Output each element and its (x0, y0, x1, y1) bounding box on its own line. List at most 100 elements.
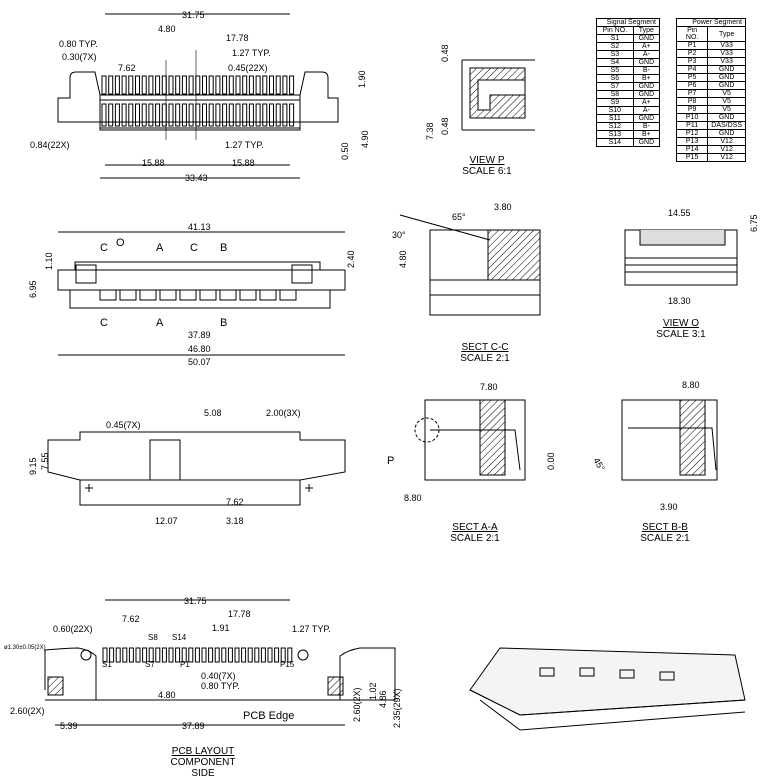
title-text: VIEW P (469, 155, 505, 166)
pin-type: GND (632, 34, 661, 43)
pin (148, 75, 154, 95)
dim-label: 8.80 (682, 380, 700, 390)
dim-label: 41.13 (188, 222, 211, 232)
pin (195, 103, 201, 127)
dim-label: 12.07 (155, 516, 178, 526)
view-marker: O (116, 237, 125, 249)
pin (128, 103, 134, 127)
dim-label: 0.80 TYP. (201, 681, 240, 691)
pcb-layout-outline (44, 599, 396, 726)
pin (108, 75, 114, 95)
dim-label: 0.40(7X) (201, 671, 236, 681)
pin (228, 75, 234, 95)
pin-no: P7 (675, 89, 709, 98)
dim-label: 0.48 (440, 117, 450, 135)
dim-label: 1.27 TYP. (292, 624, 331, 634)
dim-label: 3.90 (660, 502, 678, 512)
table-title: Power Segment (676, 18, 746, 27)
pcb-edge-label: PCB Edge (243, 710, 295, 722)
detail-marker: P (387, 455, 395, 467)
pin (260, 647, 266, 663)
pin (242, 75, 248, 95)
pin (168, 647, 174, 663)
pin (259, 289, 277, 301)
sect-cc-outline (399, 214, 541, 316)
pin (222, 103, 228, 127)
pin (194, 647, 200, 663)
dim-label: 7.62 (226, 497, 244, 507)
pin (148, 103, 154, 127)
title-text: SECT B-B (642, 522, 688, 533)
pin (141, 75, 147, 95)
pin (188, 75, 194, 95)
front-view-outline (57, 231, 346, 356)
col-header: Pin NO. (675, 26, 709, 42)
pin (108, 103, 114, 127)
pin (201, 647, 207, 663)
pin-label: S1 (102, 660, 112, 669)
section-marker: B (220, 242, 228, 254)
dim-label: 7.55 (40, 452, 50, 470)
pin-type: B- (632, 66, 661, 75)
dim-label: 4.80 (158, 24, 176, 34)
pin (175, 647, 181, 663)
dim-label: 0.45(7X) (106, 420, 141, 430)
title-text: VIEW O (662, 318, 700, 329)
dim-label: 0.00 (546, 452, 556, 470)
pin (280, 647, 286, 663)
pin-no: S14 (596, 138, 634, 147)
title-text: SECT A-A (452, 522, 498, 533)
title-text: PCB LAYOUT (171, 746, 235, 757)
pin (121, 103, 127, 127)
bottom-view-outline (47, 431, 346, 506)
pin (262, 103, 268, 127)
pin (279, 289, 297, 301)
dim-label: 37.89 (188, 330, 211, 340)
dim-label: 31.75 (182, 10, 205, 20)
table-title: Signal Segment (596, 18, 660, 27)
pin (248, 103, 254, 127)
dim-label: 31.75 (184, 596, 207, 606)
dim-label: 6.95 (28, 280, 38, 298)
pin (188, 647, 194, 663)
pin (122, 647, 128, 663)
pin (115, 647, 121, 663)
pin-no: P8 (675, 97, 709, 106)
pin-type: GND (632, 138, 661, 147)
pin-label: S7 (145, 660, 155, 669)
pin-no: P3 (675, 57, 709, 66)
view-p-detail (461, 59, 535, 131)
dim-label: 0.50 (340, 142, 350, 160)
pin-type: GND (632, 90, 661, 99)
dim-label: 7.80 (480, 382, 498, 392)
pin (114, 75, 120, 95)
dim-label: 0.84(22X) (30, 140, 70, 150)
dim-label: 1.27 TYP. (232, 48, 271, 58)
dim-label: 2.00(3X) (266, 408, 301, 418)
pin (235, 103, 241, 127)
pin-type: V5 (707, 105, 746, 114)
pin-no: S6 (596, 74, 634, 83)
pin-type: GND (707, 81, 746, 90)
dim-label: 9.15 (28, 457, 38, 475)
pin-no: S11 (596, 114, 634, 123)
pin (102, 647, 108, 663)
pin (121, 75, 127, 95)
section-marker: C (190, 242, 198, 254)
scale-text: SCALE 3:1 (656, 329, 706, 340)
pin-type: GND (632, 58, 661, 67)
pin-type: DAS/DSS (707, 121, 746, 130)
